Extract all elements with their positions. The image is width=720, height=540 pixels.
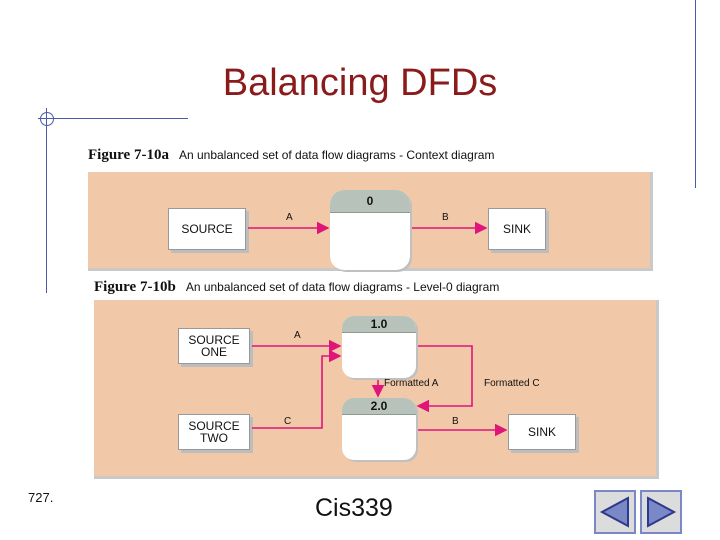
process-1-id: 1.0 xyxy=(342,316,416,333)
footer-course: Cis339 xyxy=(315,494,393,522)
sink-label: SINK xyxy=(502,222,531,236)
process-1: 1.0 xyxy=(342,316,416,378)
sink-label-level0: SINK xyxy=(527,425,556,439)
source-one-entity: SOURCE ONE xyxy=(178,328,250,364)
flow-b-label: B xyxy=(442,212,449,223)
flow-formatted-c-label: Formatted C xyxy=(484,378,540,389)
figure-a-caption: Figure 7-10a An unbalanced set of data f… xyxy=(88,146,494,164)
source-two-line2: TWO xyxy=(200,431,228,445)
page-number: 727. xyxy=(28,490,54,505)
source-label: SOURCE xyxy=(181,222,233,236)
slide-title: Balancing DFDs xyxy=(222,62,498,104)
process-2: 2.0 xyxy=(342,398,416,460)
frame-line-top xyxy=(38,118,188,119)
figure-b-description: An unbalanced set of data flow diagrams … xyxy=(185,280,500,294)
back-arrow-icon xyxy=(599,496,629,528)
sink-entity: SINK xyxy=(488,208,546,250)
forward-arrow-icon xyxy=(647,496,677,528)
flow-arrows xyxy=(248,221,508,437)
dfd-figure: Figure 7-10a An unbalanced set of data f… xyxy=(72,132,672,488)
frame-line-right xyxy=(695,0,696,188)
sink-entity-level0: SINK xyxy=(508,414,576,450)
source-entity: SOURCE xyxy=(168,208,246,250)
source-two-entity: SOURCE TWO xyxy=(178,414,250,450)
flow-formatted-c-arrow xyxy=(416,345,473,413)
back-button[interactable] xyxy=(594,490,636,534)
process-0: 0 xyxy=(330,190,410,270)
flow-a-label: A xyxy=(286,212,293,223)
figure-a-description: An unbalanced set of data flow diagrams … xyxy=(178,148,495,162)
flow-b-label-level0: B xyxy=(452,416,459,427)
flow-formatted-a-label: Formatted A xyxy=(384,378,439,389)
source-two-line1: SOURCE xyxy=(188,419,240,433)
flow-c-level0-arrow xyxy=(252,349,342,429)
figure-a-number: Figure 7-10a xyxy=(88,147,169,163)
flow-c-label-level0: C xyxy=(284,416,292,427)
figure-b-caption: Figure 7-10b An unbalanced set of data f… xyxy=(94,278,499,296)
process-0-id: 0 xyxy=(330,190,410,213)
figure-b-number: Figure 7-10b xyxy=(94,279,176,295)
process-2-id: 2.0 xyxy=(342,398,416,415)
frame-crosshair-icon xyxy=(40,112,54,126)
source-one-line2: ONE xyxy=(200,345,227,359)
forward-button[interactable] xyxy=(640,490,682,534)
context-diagram-panel: SOURCE 0 SINK A B xyxy=(88,172,653,271)
frame-line-left xyxy=(46,108,47,293)
flow-a-label-level0: A xyxy=(294,330,301,341)
source-one-line1: SOURCE xyxy=(188,333,240,347)
